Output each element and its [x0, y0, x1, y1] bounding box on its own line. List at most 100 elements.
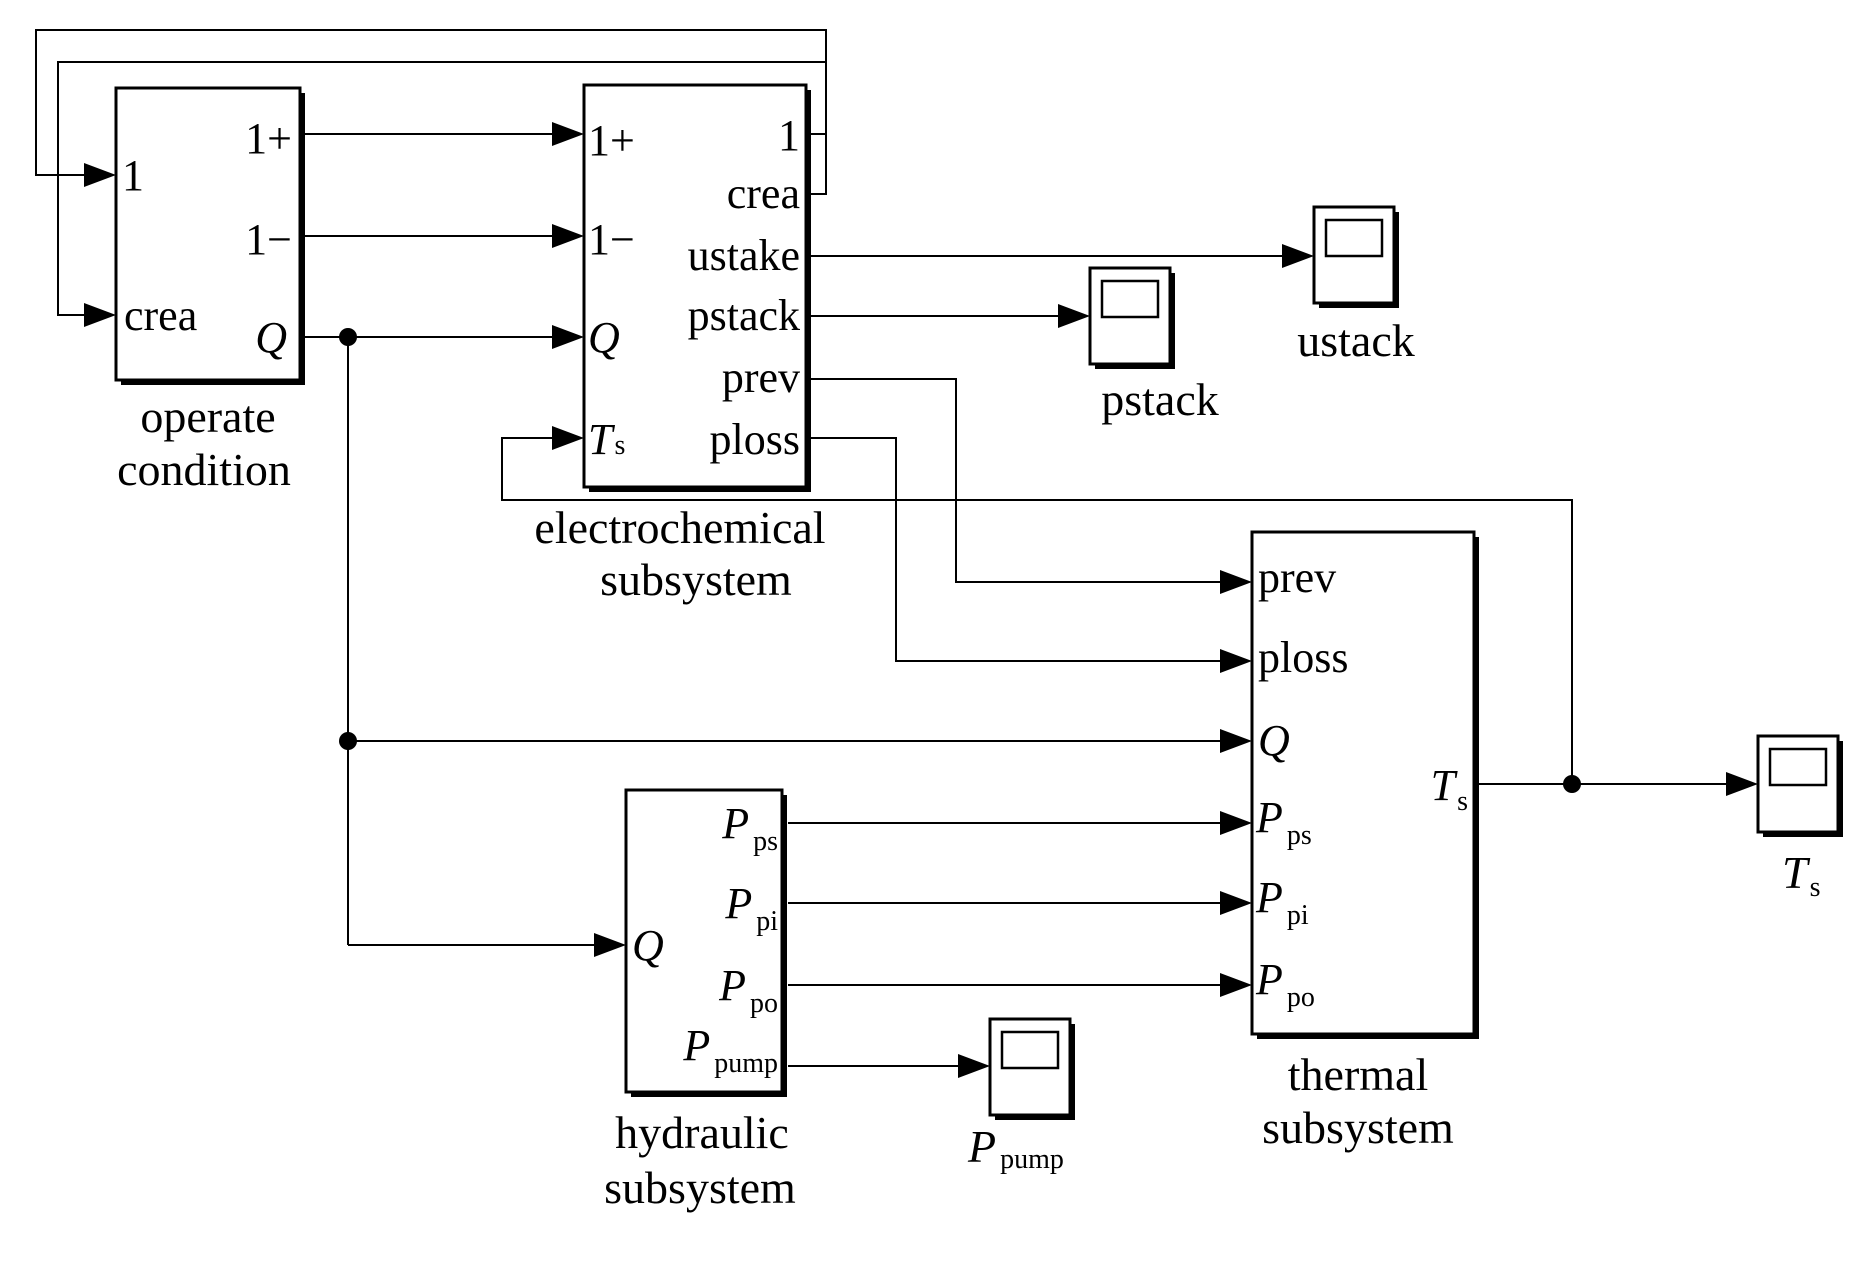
arrow-scope-pstack	[1058, 304, 1090, 328]
arrow-hy-in-Q	[594, 933, 626, 957]
arrow-op-in-1	[84, 163, 116, 187]
arrow-scope-Ppump	[958, 1054, 990, 1078]
op-port-out-Q: Q	[255, 313, 287, 362]
wire-prev	[810, 378, 1222, 583]
hy-port-out-Ppump-main: P	[682, 1021, 710, 1070]
th-port-in-Q: Q	[1258, 716, 1290, 765]
scope-pstack-screen-icon	[1100, 279, 1160, 319]
signal-wires	[35, 29, 1728, 1067]
scope-ustack[interactable]	[1312, 205, 1399, 308]
hy-port-out-Pps-sub: ps	[753, 826, 778, 857]
hy-port-out-Ppo-sub: po	[750, 988, 778, 1019]
th-port-in-prev: prev	[1258, 553, 1336, 602]
hydraulic-label-line1: hydraulic	[615, 1107, 789, 1158]
el-port-out-crea: crea	[727, 169, 800, 218]
arrow-el-in-1plus	[552, 122, 584, 146]
el-port-in-Ts-sub: s	[614, 430, 625, 461]
junction-Q-1	[339, 328, 357, 346]
scope-pstack[interactable]	[1088, 266, 1175, 369]
operate-label-line2: condition	[117, 444, 291, 495]
junction-Ts	[1563, 775, 1581, 793]
scope-Ts-label: Ts	[1782, 847, 1821, 903]
operate-condition-block[interactable]: 1 crea 1+ 1− Q	[114, 86, 305, 385]
th-port-out-Ts: Ts	[1431, 761, 1468, 817]
scope-Ppump-screen-icon	[1000, 1030, 1060, 1070]
hy-port-out-Ppi-sub: pi	[756, 906, 778, 937]
scope-Ts[interactable]	[1756, 734, 1843, 837]
th-port-in-Ppo-sub: po	[1287, 982, 1315, 1013]
scope-Ts-label-main: T	[1782, 847, 1811, 898]
op-port-in-1: 1	[122, 151, 144, 200]
operate-label-line1: operate	[140, 391, 275, 442]
hy-port-in-Q: Q	[632, 921, 664, 970]
op-port-out-1minus: 1−	[245, 215, 292, 264]
hy-port-out-Pps-main: P	[721, 799, 749, 848]
scope-ustack-label: ustack	[1297, 315, 1415, 366]
wire-feedback-1	[35, 29, 827, 176]
el-port-in-Ts: Ts	[588, 415, 625, 464]
scope-Ppump[interactable]	[988, 1017, 1075, 1120]
scope-Ts-label-sub: s	[1810, 872, 1821, 903]
arrowheads	[84, 122, 1758, 1078]
th-port-in-Ppi-main: P	[1255, 873, 1283, 922]
scope-ustack-screen-icon	[1324, 218, 1384, 258]
arrow-el-in-1minus	[552, 224, 584, 248]
arrow-th-in-Ppi	[1220, 891, 1252, 915]
th-port-out-Ts-main: T	[1431, 761, 1459, 810]
el-port-out-ustake: ustake	[688, 231, 800, 280]
arrow-el-in-Ts	[552, 426, 584, 450]
arrow-scope-Ts	[1726, 772, 1758, 796]
arrow-op-in-crea	[84, 303, 116, 327]
scope-pstack-label: pstack	[1101, 374, 1219, 425]
arrow-th-in-ploss	[1220, 649, 1252, 673]
th-port-in-Pps-main: P	[1255, 793, 1283, 842]
wire-Ts-feedback	[501, 437, 1573, 784]
el-port-out-pstack: pstack	[688, 291, 800, 340]
hy-port-out-Ppo-main: P	[718, 961, 746, 1010]
el-port-out-prev: prev	[722, 353, 800, 402]
el-port-in-1minus: 1−	[588, 215, 635, 264]
thermal-label-line2: subsystem	[1262, 1102, 1454, 1153]
scope-Ppump-label-sub: pump	[1000, 1144, 1064, 1175]
electro-label-line1: electrochemical	[534, 502, 825, 553]
hydraulic-label-line2: subsystem	[604, 1162, 796, 1213]
arrow-th-in-prev	[1220, 570, 1252, 594]
el-port-in-Ts-main: T	[588, 415, 616, 464]
wire-ploss	[810, 437, 1222, 662]
el-port-out-1: 1	[778, 111, 800, 160]
el-port-out-ploss: ploss	[710, 415, 800, 464]
scope-Ppump-label-main: P	[967, 1121, 996, 1172]
op-port-out-1plus: 1+	[245, 114, 292, 163]
thermal-label-line1: thermal	[1288, 1049, 1429, 1100]
op-port-in-crea: crea	[124, 291, 197, 340]
electrochemical-block[interactable]: 1+ 1− Q Ts 1 crea ustake pstack prev plo…	[582, 83, 811, 492]
th-port-in-Pps-sub: ps	[1287, 820, 1312, 851]
electro-label-line2: subsystem	[600, 554, 792, 605]
arrow-scope-ustack	[1282, 244, 1314, 268]
wire-feedback-crea	[57, 61, 827, 316]
th-port-in-Ppi-sub: pi	[1287, 900, 1309, 931]
hy-port-out-Ppi-main: P	[724, 879, 752, 928]
arrow-th-in-Ppo	[1220, 973, 1252, 997]
arrow-th-in-Pps	[1220, 811, 1252, 835]
scope-Ts-screen-icon	[1768, 747, 1828, 787]
th-port-in-ploss: ploss	[1258, 633, 1348, 682]
el-port-in-Q: Q	[588, 313, 620, 362]
arrow-th-in-Q	[1220, 729, 1252, 753]
arrow-el-in-Q	[552, 325, 584, 349]
el-port-in-1plus: 1+	[588, 116, 635, 165]
junction-Q-2	[339, 732, 357, 750]
th-port-in-Ppo-main: P	[1255, 955, 1283, 1004]
hy-port-out-Ppump-sub: pump	[714, 1048, 778, 1079]
